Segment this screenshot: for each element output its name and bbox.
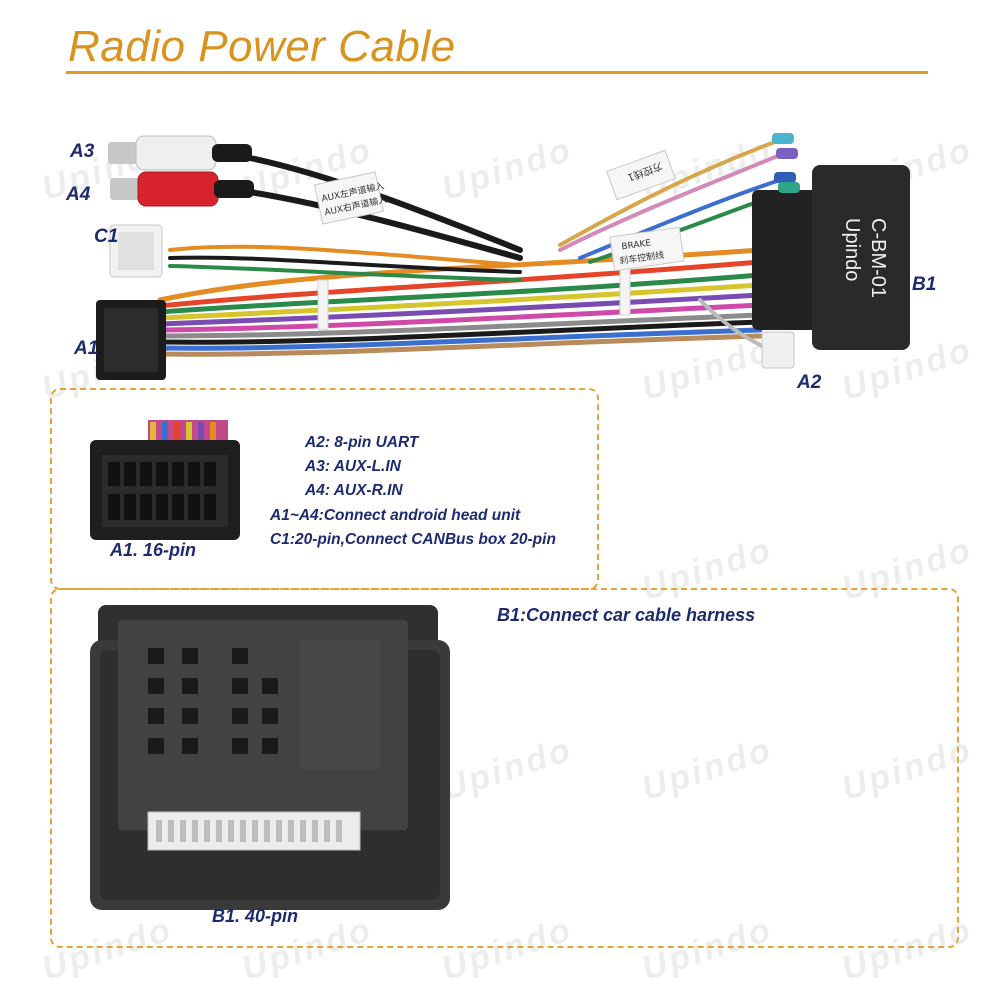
a1-connector: [96, 300, 166, 380]
svg-text:Upindo: Upindo: [841, 218, 863, 281]
panel-a-line-connect: A1~A4:Connect android head unit: [270, 507, 521, 524]
panel-b-caption: B1. 40-pin: [212, 906, 299, 926]
svg-text:C-BM-01: C-BM-01: [867, 218, 889, 298]
page-title: Radio Power Cable: [68, 22, 456, 71]
wire-tag-key: 方控线1: [606, 149, 676, 201]
a2-connector: [761, 331, 795, 369]
wire-bundle: [157, 138, 792, 357]
panel-b-title: B1:Connect car cable harness: [497, 605, 756, 625]
panel-a-line-c1: C1:20-pin,Connect CANBus box 20-pin: [270, 531, 556, 548]
wire-tag-brake: BRAKE 刹车控制线: [609, 226, 685, 272]
svg-text:BRAKE: BRAKE: [621, 238, 652, 252]
panel-b-border: [50, 588, 959, 948]
a1-closeup-image: [90, 420, 240, 540]
label-a3: A3: [70, 141, 95, 162]
title-underline: [66, 71, 928, 74]
cable-tie: [619, 264, 631, 316]
panel-a-line-a4: A4: AUX-R.IN: [305, 482, 403, 499]
c1-connector: [109, 224, 163, 278]
label-a4: A4: [66, 184, 91, 205]
panel-a-line-a3: A3: AUX-L.IN: [305, 458, 401, 475]
panel-a-caption: A1. 16-pin: [110, 540, 197, 560]
b1-connector: Upindo C-BM-01: [752, 165, 910, 350]
label-a2: A2: [797, 372, 822, 393]
label-b1: B1: [912, 274, 937, 295]
rca-a3-connector: [108, 135, 252, 171]
wire-tag-aux: AUX左声道输入 AUX右声道输入: [313, 171, 388, 225]
panel-a-line-a2: A2: 8-pin UART: [305, 434, 419, 451]
label-c1: C1: [94, 226, 119, 247]
label-a1: A1: [74, 338, 99, 359]
b1-closeup-image: [90, 605, 450, 910]
cable-tie: [317, 279, 329, 331]
rca-a4-connector: [110, 171, 254, 207]
